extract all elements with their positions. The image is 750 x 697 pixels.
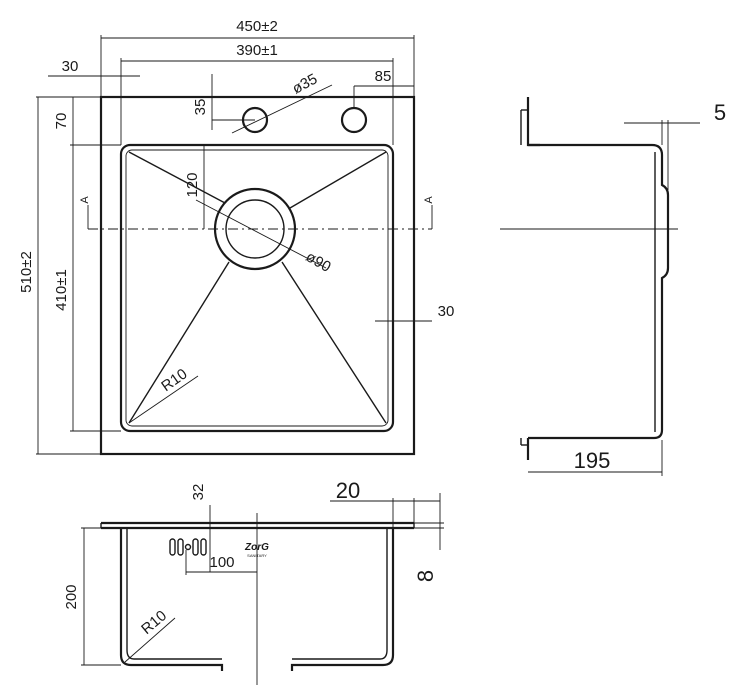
leader-line	[124, 617, 176, 663]
dim-height-inner: 410±1	[53, 269, 70, 311]
tap-hole-right	[340, 106, 368, 134]
dim-right-flange: 20	[336, 478, 360, 503]
dim-top-flange: 70	[53, 113, 70, 130]
side-body-outline	[528, 143, 670, 440]
dim-flange-height: 8	[413, 570, 438, 582]
front-bowl-right	[290, 528, 395, 671]
bowl-outline	[119, 143, 395, 433]
front-bowl-right-inner	[292, 528, 388, 660]
leader-line	[128, 375, 199, 424]
dim-left-offset: 30	[62, 58, 79, 75]
side-view: 5 195	[500, 97, 726, 476]
slope-line	[281, 261, 387, 424]
front-bowl-left	[119, 528, 224, 671]
brand-logo: ZorG SANITARY	[244, 542, 269, 558]
dim-top-drop: 32	[190, 484, 207, 501]
dim-front-corner-radius: R10	[138, 607, 170, 638]
slope-line	[289, 151, 387, 209]
dim-tap-hole-offset: 35	[192, 99, 209, 116]
side-flange-top	[526, 97, 540, 147]
leader-line	[195, 199, 327, 269]
dim-tap-right-offset: 85	[375, 68, 392, 85]
brand-name: ZorG	[244, 542, 269, 553]
dim-tap-hole-diameter: ø35	[289, 70, 320, 97]
dim-corner-radius: R10	[158, 365, 190, 395]
front-view: ZorG SANITARY 32 100 20 8 200 R10	[63, 478, 444, 685]
sink-deck-outline	[99, 95, 416, 456]
dim-overflow-spacing: 100	[209, 554, 234, 571]
slope-line	[128, 261, 230, 424]
leader-line	[231, 84, 333, 134]
dim-width-inner: 390±1	[236, 42, 278, 59]
dim-width-overall: 450±2	[236, 18, 278, 35]
dim-front-height: 200	[63, 584, 80, 609]
dim-drain-offset: 120	[184, 172, 201, 197]
overflow-slots	[169, 538, 207, 556]
dim-right-margin: 30	[438, 303, 455, 320]
section-mark-right: A	[423, 196, 435, 204]
brand-sub: SANITARY	[247, 553, 267, 558]
bowl-inner-outline	[125, 149, 389, 427]
top-view: 450±2 390±1 30 85 ø35 35 70 120 ø90	[18, 18, 455, 456]
dim-height-overall: 510±2	[18, 251, 35, 293]
front-bowl-left-inner	[126, 528, 222, 660]
dim-drain-diameter: ø90	[303, 248, 334, 276]
dim-depth: 195	[574, 448, 611, 473]
dim-flange-thickness: 5	[714, 100, 726, 125]
section-mark-left: A	[79, 196, 91, 204]
slope-line	[128, 151, 226, 204]
